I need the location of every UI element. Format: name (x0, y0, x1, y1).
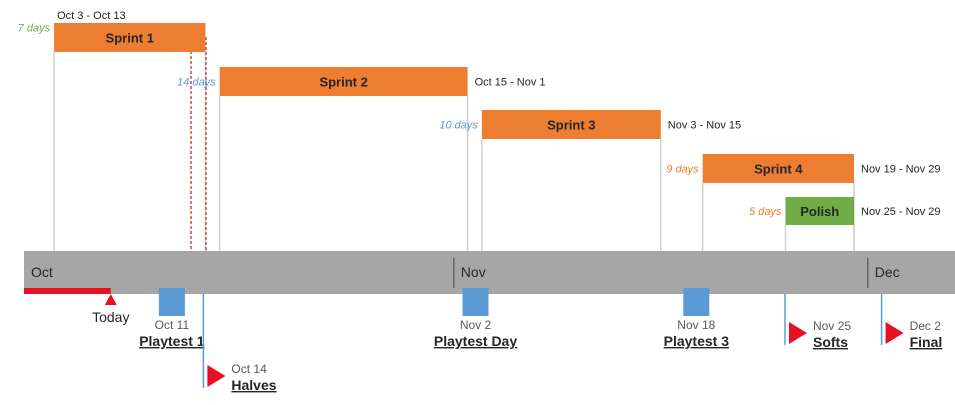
task-duration: 5 days (749, 206, 782, 218)
milestone-square (158, 288, 185, 316)
task-range: Nov 25 - Nov 29 (861, 206, 940, 218)
task-bar (54, 23, 206, 52)
milestone-date: Oct 14 (231, 362, 267, 376)
task-name: Sprint 2 (319, 75, 367, 90)
milestone-name: Playtest 3 (664, 333, 730, 349)
milestone-square (462, 288, 489, 316)
buffer-highlight-box (190, 36, 207, 254)
task-bar (785, 197, 854, 225)
today-label: Today (92, 309, 129, 325)
milestone-flag (207, 365, 226, 387)
task-name: Polish (800, 204, 839, 219)
today-progress-bar (24, 288, 111, 294)
milestone-date: Nov 18 (677, 318, 715, 332)
task-duration: 14 days (177, 77, 216, 89)
milestone-flag (789, 322, 807, 344)
milestone-flag (885, 322, 904, 344)
task-range: Nov 3 - Nov 15 (668, 120, 741, 132)
milestone-date: Oct 11 (155, 318, 190, 332)
month-label: Oct (31, 264, 53, 280)
task-duration: 9 days (666, 164, 699, 176)
task-bar (481, 110, 661, 139)
task-name: Sprint 1 (106, 31, 154, 46)
task-bar (219, 67, 468, 96)
milestone-date: Nov 25 (813, 319, 851, 333)
timeline-band (24, 251, 955, 294)
task-range: Oct 15 - Nov 1 (475, 77, 546, 89)
milestone-name: Final (910, 334, 943, 350)
task-name: Sprint 4 (754, 162, 803, 177)
milestone-name: Halves (231, 377, 276, 393)
month-label: Dec (875, 264, 900, 280)
milestone-name: Softs (813, 334, 848, 350)
milestone-name: Playtest 1 (139, 333, 205, 349)
task-range: Nov 19 - Nov 29 (861, 164, 940, 176)
milestone-date: Dec 2 (910, 319, 942, 333)
milestone-date: Nov 2 (460, 318, 492, 332)
month-label: Nov (461, 264, 486, 280)
task-duration: 10 days (439, 120, 478, 132)
today-marker (104, 294, 117, 305)
task-bar (702, 154, 854, 183)
task-duration: 7 days (18, 23, 51, 35)
milestone-square (683, 288, 710, 316)
milestone-name: Playtest Day (434, 333, 517, 349)
task-range: Oct 3 - Oct 13 (57, 10, 125, 22)
task-name: Sprint 3 (547, 118, 595, 133)
